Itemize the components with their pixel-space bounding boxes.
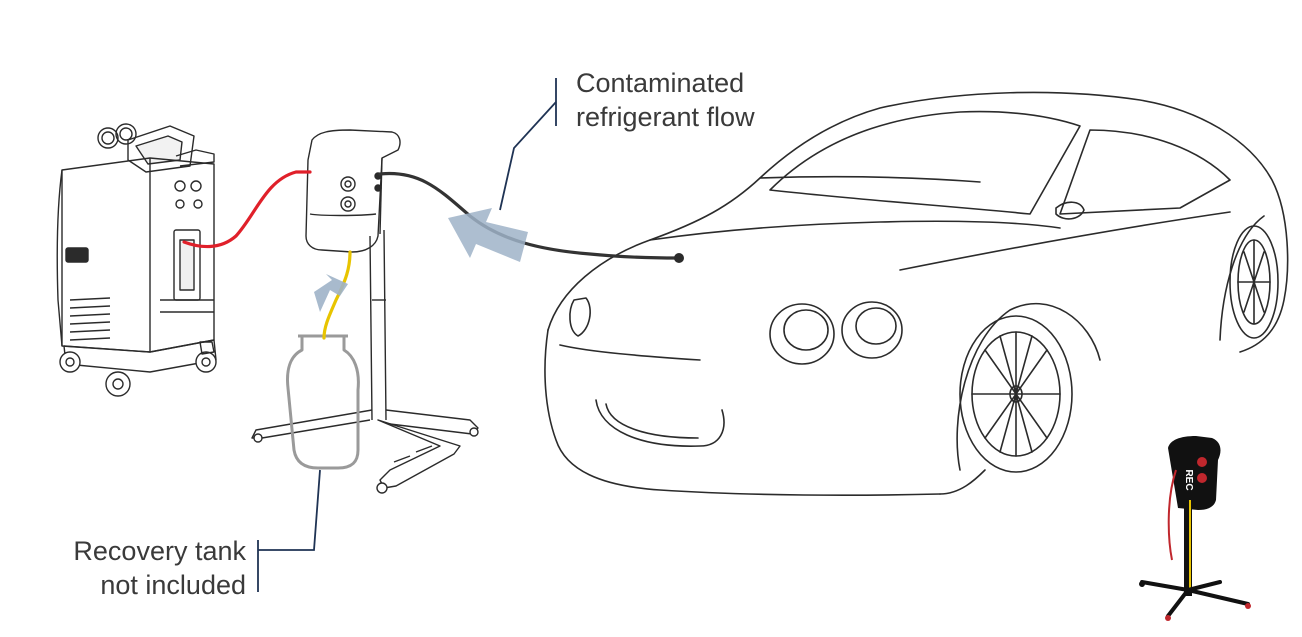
tank-fill-arrow <box>314 274 348 312</box>
leader-flow <box>499 78 557 211</box>
front-wheel <box>959 315 1073 473</box>
product-thumbnail: REC <box>1139 436 1251 621</box>
product-badge-text: REC <box>1183 469 1194 490</box>
contaminated-flow-arrow <box>448 208 528 262</box>
headlight-right <box>841 301 903 359</box>
label-recovery-tank: Recovery tank not included <box>40 534 246 602</box>
hose-connector-car <box>674 253 684 263</box>
label-flow-line1: Contaminated <box>576 68 745 98</box>
ac-service-station <box>56 123 217 397</box>
car-illustration <box>544 91 1289 496</box>
label-tank-line2: not included <box>100 570 246 600</box>
black-hose <box>378 171 680 260</box>
headlight-left <box>769 303 835 365</box>
red-hose <box>182 170 312 249</box>
label-flow-line2: refrigerant flow <box>576 102 755 132</box>
yellow-hose <box>322 250 352 340</box>
rear-wheel <box>1229 225 1279 339</box>
label-tank-line1: Recovery tank <box>73 536 246 566</box>
leader-tank <box>257 469 321 592</box>
car-grille <box>595 399 725 447</box>
label-contaminated-refrigerant-flow: Contaminated refrigerant flow <box>576 66 755 134</box>
recovery-unit-stand <box>251 129 479 494</box>
recovery-tank-outline <box>286 334 360 470</box>
